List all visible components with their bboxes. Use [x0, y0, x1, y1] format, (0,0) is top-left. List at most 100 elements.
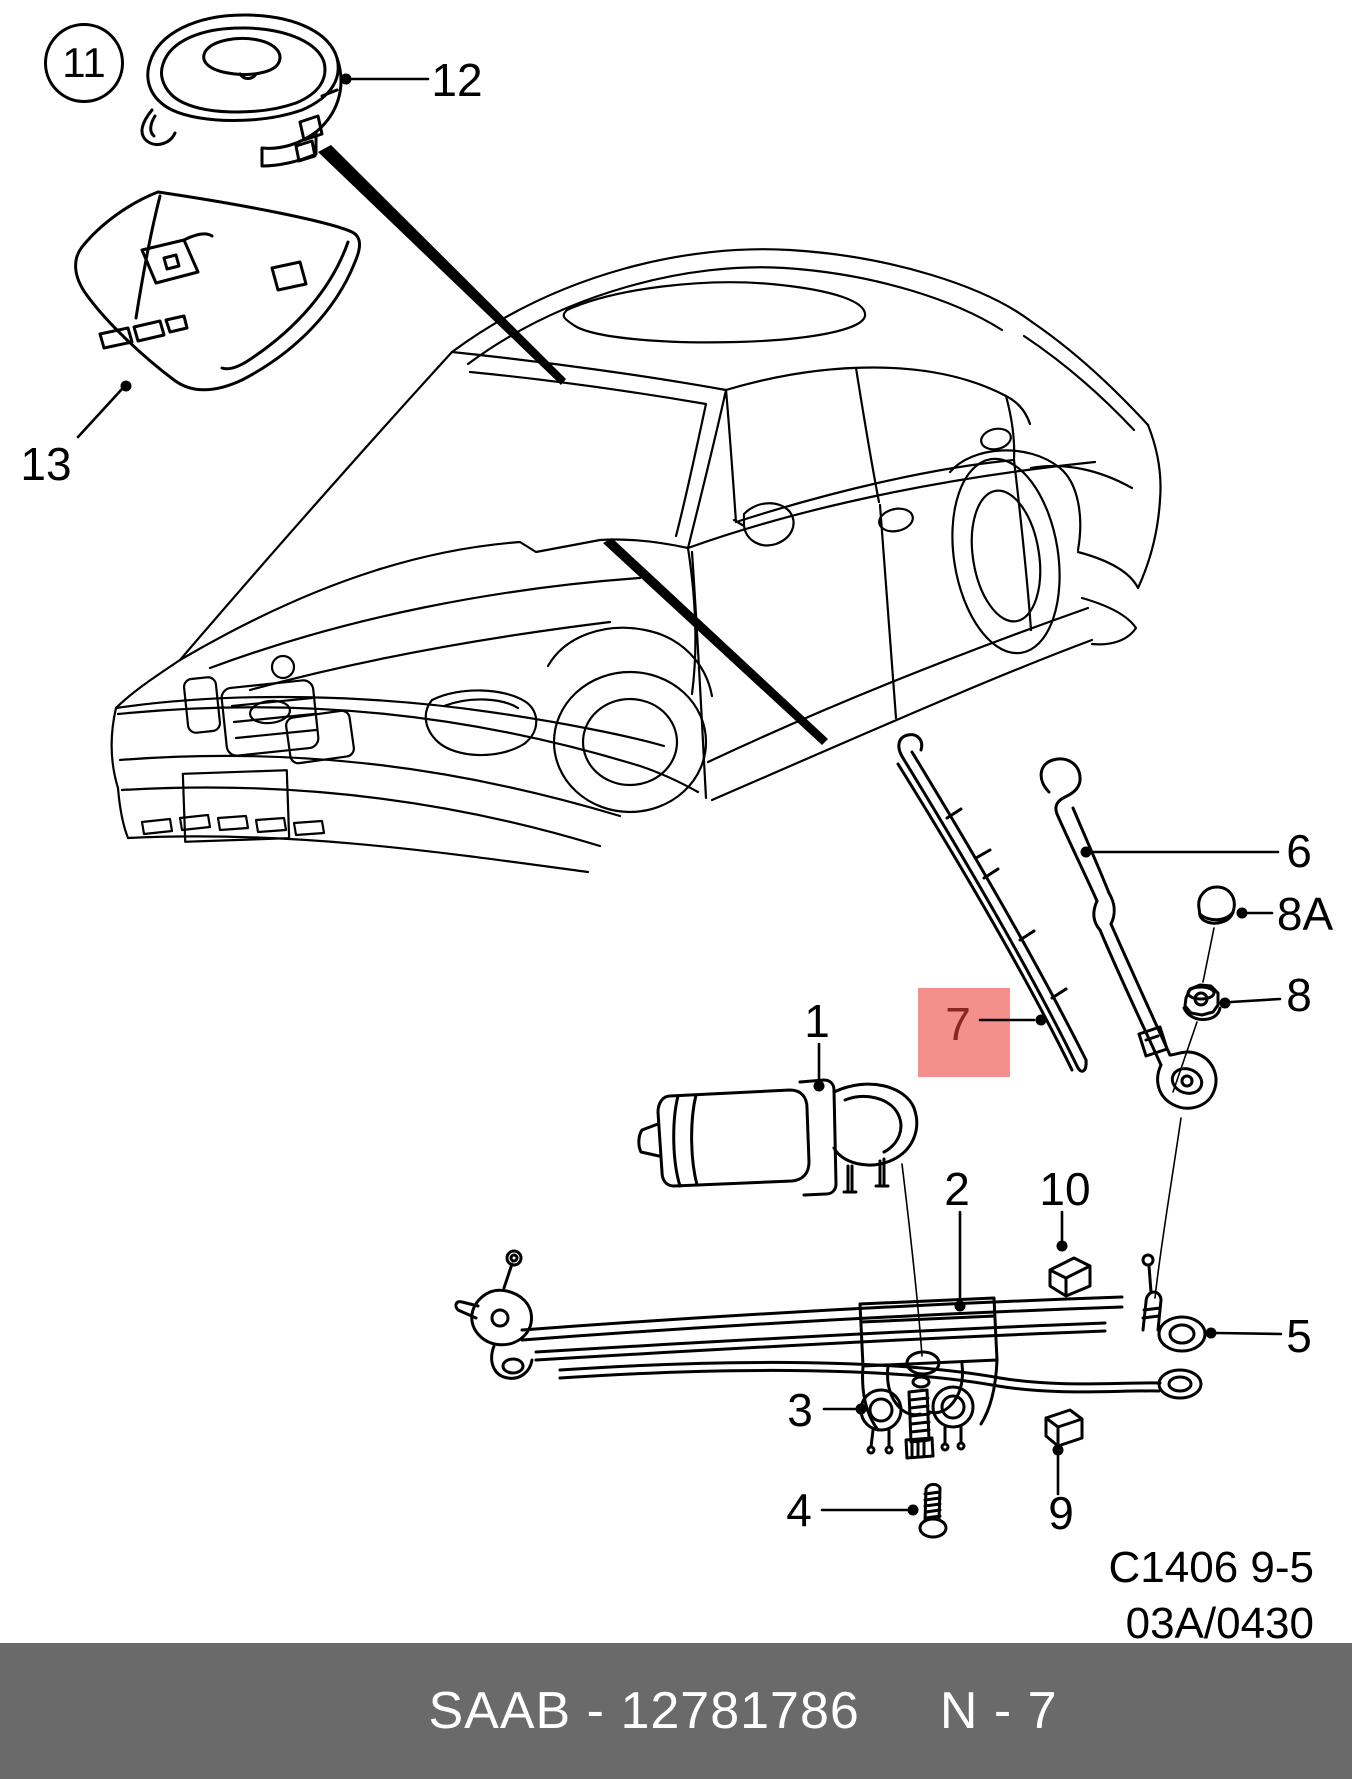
license-plate	[181, 769, 291, 843]
windshield-top	[450, 350, 728, 392]
cover-12-opening	[202, 37, 282, 80]
cover-13-bracket	[140, 232, 214, 285]
left-lower-joint	[490, 1344, 534, 1380]
front-wheel-arch	[546, 626, 714, 698]
roof-line	[450, 248, 1034, 354]
link-rod-3	[558, 1360, 1162, 1394]
blade-bottom-tip	[1075, 1058, 1088, 1073]
a-pillar-rear	[724, 388, 738, 524]
cover-part-13	[74, 190, 361, 392]
motor-ribs	[672, 1093, 699, 1188]
c-pillar	[1004, 394, 1016, 462]
footer-bar: SAAB - 12781786 N - 7	[0, 1643, 1352, 1779]
callout-8[interactable]: 8	[1286, 969, 1312, 1021]
link-rod-2	[534, 1321, 1107, 1362]
motor-body	[656, 1088, 811, 1188]
arm-hook	[1039, 757, 1082, 816]
rear-bumper	[1076, 550, 1140, 646]
cover-part-12	[140, 13, 343, 168]
mirror	[732, 502, 795, 547]
door-handle-front	[878, 507, 914, 533]
bumper-mid-1	[118, 754, 622, 818]
trunk-line	[1022, 320, 1150, 432]
doc-code: C1406 9-5 03A/0430	[1109, 1540, 1314, 1653]
bumper-mid-2	[120, 786, 602, 848]
windshield-inner	[468, 370, 708, 538]
rear-wheel	[951, 457, 1061, 655]
leader-13	[76, 387, 124, 439]
hood-badge	[270, 654, 296, 680]
front-wheel-rim	[581, 697, 679, 787]
left-balljoint	[502, 1262, 514, 1290]
alignment-lines	[901, 927, 1215, 1357]
grille-left	[182, 676, 222, 734]
callout-3[interactable]: 3	[787, 1384, 813, 1436]
bumper-bottom	[126, 835, 590, 874]
side-glass-top	[724, 366, 1032, 426]
cover-13-band	[220, 240, 350, 371]
highlight-box	[918, 988, 1010, 1077]
right-pivot-eye	[1157, 1315, 1207, 1353]
callout-1[interactable]: 1	[804, 995, 830, 1047]
motor-crank-housing	[832, 1082, 919, 1167]
bumper-left-end	[110, 706, 130, 840]
fog-slots	[140, 813, 326, 837]
callout-10[interactable]: 10	[1039, 1163, 1091, 1215]
link-rod-1	[520, 1295, 1124, 1342]
rear-end	[1136, 423, 1162, 590]
footer-row: SAAB - 12781786 N - 7	[429, 1681, 1058, 1741]
callout-12[interactable]: 12	[431, 54, 483, 106]
bracket-comb	[907, 1388, 931, 1444]
callout-4[interactable]: 4	[786, 1484, 812, 1536]
bracket-center-hole	[905, 1350, 941, 1376]
arm-joint	[1092, 891, 1116, 932]
cover-12-hook	[140, 108, 177, 146]
motor-part	[637, 1078, 919, 1197]
left-arm-tip	[454, 1300, 480, 1320]
screw-part-4	[923, 1482, 942, 1523]
pointer-wedges	[318, 145, 828, 745]
callout-6[interactable]: 6	[1286, 825, 1312, 877]
leader-8	[1229, 997, 1282, 1004]
bracket-body	[861, 1358, 999, 1432]
callout-9[interactable]: 9	[1048, 1487, 1074, 1539]
b-pillar	[854, 366, 881, 504]
callout-13[interactable]: 13	[20, 438, 72, 490]
blade-top-hook	[897, 733, 924, 760]
clip-part-9	[1044, 1408, 1084, 1448]
car-illustration	[110, 248, 1162, 874]
motor-flange	[798, 1078, 838, 1197]
right-pivot-shaft	[1141, 1264, 1163, 1332]
screw-head	[918, 1517, 948, 1539]
callout-5[interactable]: 5	[1286, 1310, 1312, 1362]
footer-section-code: N - 7	[939, 1682, 1058, 1740]
headlight	[424, 689, 538, 757]
door-handle-rear	[980, 427, 1012, 451]
blade-claws	[945, 807, 1068, 1000]
wiper-blade-part	[896, 733, 1088, 1073]
rear-wheel-arch	[948, 449, 1082, 552]
motor-shaft-tip	[637, 1122, 661, 1158]
bracket-bushing-right	[931, 1385, 975, 1429]
callout-11[interactable]: 11	[44, 23, 124, 103]
callout-7[interactable]: 7	[945, 998, 971, 1050]
leader-5	[1215, 1331, 1283, 1336]
belt-line	[686, 460, 1097, 550]
a-pillar	[686, 388, 728, 550]
nut-part-8	[1182, 983, 1222, 1021]
arm-boss-hole	[1170, 1067, 1204, 1095]
clip-part-10	[1048, 1256, 1092, 1298]
wedge-to-wiper	[603, 538, 828, 745]
quarter-crease	[1029, 464, 1134, 490]
linkage-assembly	[454, 1249, 1207, 1539]
grille-slats	[230, 696, 318, 740]
bracket-bottom-box	[904, 1436, 935, 1460]
callout-8A[interactable]: 8A	[1276, 888, 1334, 940]
rear-wheel-rim	[970, 489, 1042, 623]
motor-pegs	[842, 1157, 890, 1194]
callout-2[interactable]: 2	[944, 1163, 970, 1215]
doc-code-line-1: C1406 9-5	[1108, 1543, 1314, 1592]
